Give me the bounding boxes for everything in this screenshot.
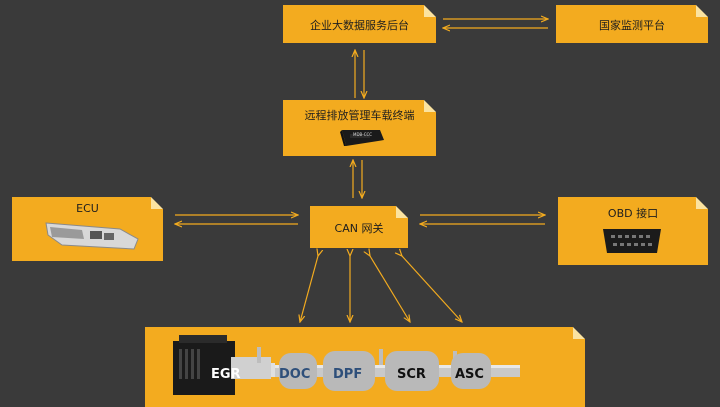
terminal-label: 远程排放管理车载终端 — [304, 109, 415, 122]
arrow-can-aftertreatment-3 — [370, 256, 410, 322]
ecu-module-icon — [45, 222, 139, 250]
terminal-box: 远程排放管理车载终端 MDB-CCC — [283, 100, 436, 156]
component-doc: DOC — [279, 367, 311, 382]
national-platform-label: 国家监测平台 — [599, 19, 665, 32]
aftertreatment-assembly — [173, 335, 520, 395]
obd-port-label: OBD 接口 — [607, 207, 659, 220]
doc-canister — [279, 353, 317, 389]
can-gateway-box: CAN 网关 — [310, 206, 408, 248]
arrow-can-aftertreatment-1 — [300, 256, 318, 322]
terminal-device-icon — [340, 130, 384, 146]
national-platform-box: 国家监测平台 — [556, 5, 708, 43]
component-asc: ASC — [455, 367, 484, 382]
obd-port-box: OBD 接口 — [558, 197, 708, 265]
scr-canister — [385, 351, 439, 391]
component-dpf: DPF — [333, 367, 363, 382]
engine-block-icon — [173, 335, 271, 395]
component-egr: EGR — [211, 367, 241, 382]
enterprise-backend-box: 企业大数据服务后台 — [283, 5, 436, 43]
dpf-canister — [323, 351, 375, 391]
arrow-can-aftertreatment-4 — [402, 256, 462, 322]
ecu-label: ECU — [76, 202, 99, 215]
can-gateway-label: CAN 网关 — [334, 222, 384, 235]
component-scr: SCR — [397, 367, 426, 382]
ecu-box: ECU — [12, 197, 163, 261]
aftertreatment-box: EGR DOC DPF SCR ASC — [145, 327, 585, 407]
asc-canister — [451, 353, 491, 389]
obd-connector-icon — [603, 229, 661, 253]
enterprise-backend-label: 企业大数据服务后台 — [310, 19, 409, 32]
terminal-device-text: MDB-CCC — [353, 132, 373, 137]
